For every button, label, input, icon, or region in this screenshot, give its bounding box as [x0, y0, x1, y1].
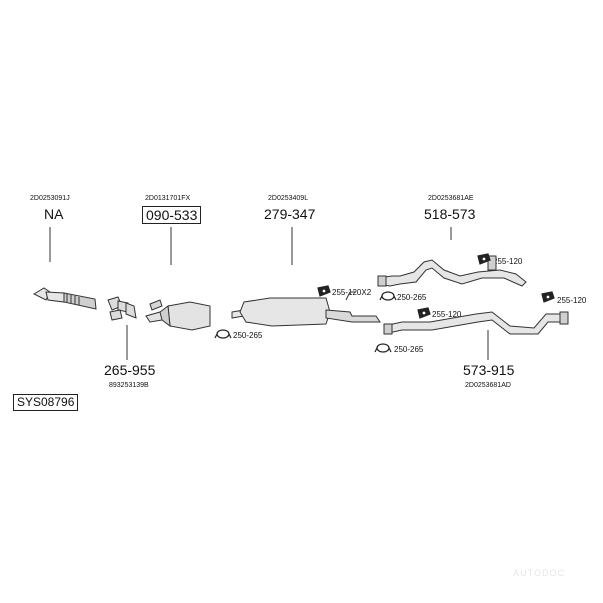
part-code-3: 2D0253409L [268, 195, 309, 202]
flex-joint-part [107, 296, 137, 321]
part-code-2: 2D0131701FX [145, 195, 191, 202]
ring-a-icon [379, 291, 397, 301]
part-code-1: 2D0253091J [30, 195, 70, 202]
system-code: SYS08796 [13, 394, 79, 411]
accessory-clamp-b-label[interactable]: 255-120 [432, 310, 462, 319]
clamp-b-icon [417, 307, 431, 319]
clamp-d-icon [541, 291, 555, 303]
watermark: AUTODOC [513, 568, 565, 578]
part-code-4: 2D0253681AE [428, 195, 474, 202]
middle-silencer-part [231, 291, 381, 327]
accessory-clamp-c-label[interactable]: 255-120 [493, 257, 523, 266]
part-number-3[interactable]: 279-347 [264, 206, 316, 222]
part-number-4[interactable]: 518-573 [424, 206, 476, 222]
part-number-5[interactable]: 265-955 [104, 362, 156, 378]
part-code-6: 2D0253681AD [465, 382, 511, 389]
accessory-ring-b-label[interactable]: 250-265 [233, 331, 263, 340]
front-pipe-part [32, 287, 97, 310]
part-number-6[interactable]: 573-915 [463, 362, 515, 378]
rear-pipe-lower-part [383, 311, 569, 335]
accessory-ring-c-label[interactable]: 250-265 [394, 345, 424, 354]
accessory-ring-a-label[interactable]: 250-265 [397, 293, 427, 302]
clamp-a-icon [317, 285, 331, 297]
rear-pipe-upper-part [377, 255, 527, 287]
accessory-clamp-d-label[interactable]: 255-120 [557, 296, 587, 305]
part-number-1[interactable]: NA [44, 206, 64, 222]
ring-c-icon [374, 343, 392, 353]
part-number-2[interactable]: 090-533 [142, 206, 202, 224]
ring-b-icon [214, 329, 232, 339]
part-code-5: 893253139B [109, 382, 149, 389]
catalytic-converter-part [145, 299, 211, 331]
clamp-c-icon [477, 253, 491, 265]
